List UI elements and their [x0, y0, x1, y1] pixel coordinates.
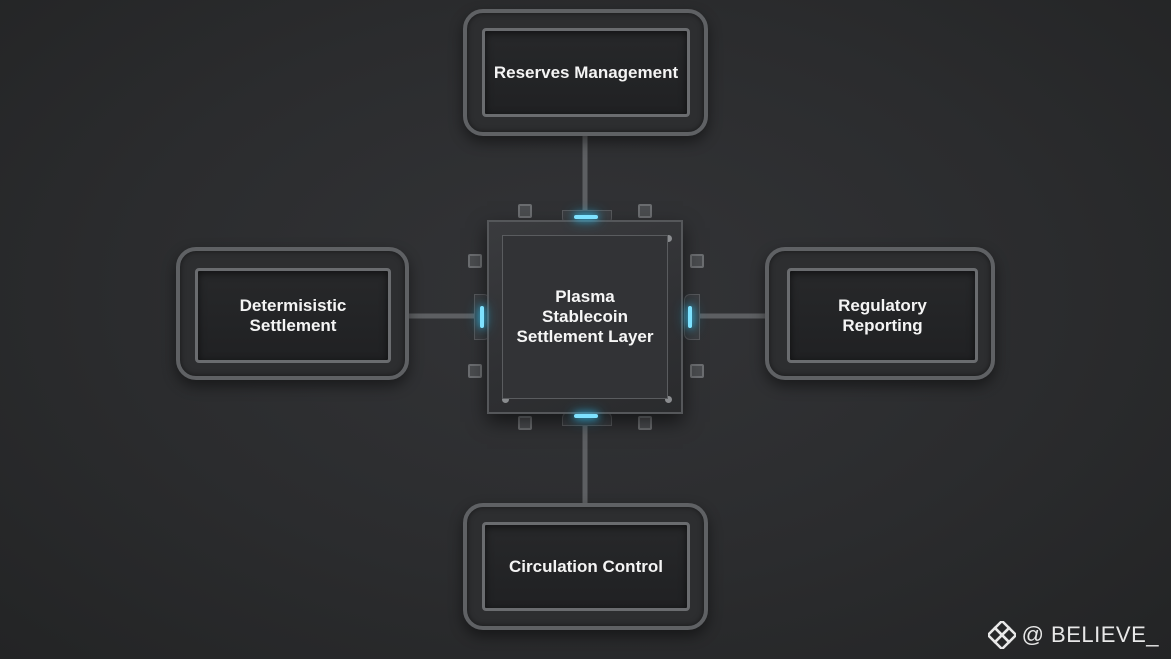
- chip-pin: [518, 204, 532, 218]
- glow-indicator-left: [480, 306, 484, 328]
- node-regulatory-reporting: Regulatory Reporting: [765, 247, 995, 380]
- node-deterministic-settlement: Determisistic Settlement: [176, 247, 409, 380]
- node-reserves-management: Reserves Management: [463, 9, 708, 136]
- chip-pin: [690, 364, 704, 378]
- central-chip: Plasma Stablecoin Settlement Layer: [468, 204, 704, 430]
- node-label: Determisistic Settlement: [239, 295, 347, 335]
- watermark: @ BELIEVE_: [987, 621, 1159, 649]
- glow-indicator-top: [574, 215, 598, 219]
- glow-indicator-bottom: [574, 414, 598, 418]
- screw: [665, 235, 672, 242]
- diamond-logo-icon: [987, 621, 1016, 649]
- screw: [665, 396, 672, 403]
- node-inner-panel: Circulation Control: [482, 522, 690, 611]
- chip-socket-right: [684, 294, 700, 340]
- chip-pin: [468, 254, 482, 268]
- node-inner-panel: Reserves Management: [482, 28, 690, 117]
- glow-indicator-right: [688, 306, 692, 328]
- chip-pin: [690, 254, 704, 268]
- node-label: Reserves Management: [493, 62, 679, 82]
- chip-core: Plasma Stablecoin Settlement Layer: [502, 235, 668, 399]
- chip-pin: [638, 416, 652, 430]
- screw: [502, 396, 509, 403]
- chip-pin: [638, 204, 652, 218]
- node-inner-panel: Determisistic Settlement: [195, 268, 391, 363]
- chip-pin: [468, 364, 482, 378]
- node-circulation-control: Circulation Control: [463, 503, 708, 630]
- chip-body: Plasma Stablecoin Settlement Layer: [487, 220, 683, 414]
- center-label: Plasma Stablecoin Settlement Layer: [516, 287, 654, 346]
- node-label: Circulation Control: [509, 556, 663, 576]
- node-inner-panel: Regulatory Reporting: [787, 268, 978, 363]
- node-label: Regulatory Reporting: [838, 295, 927, 335]
- watermark-text: @ BELIEVE_: [1021, 622, 1159, 647]
- chip-pin: [518, 416, 532, 430]
